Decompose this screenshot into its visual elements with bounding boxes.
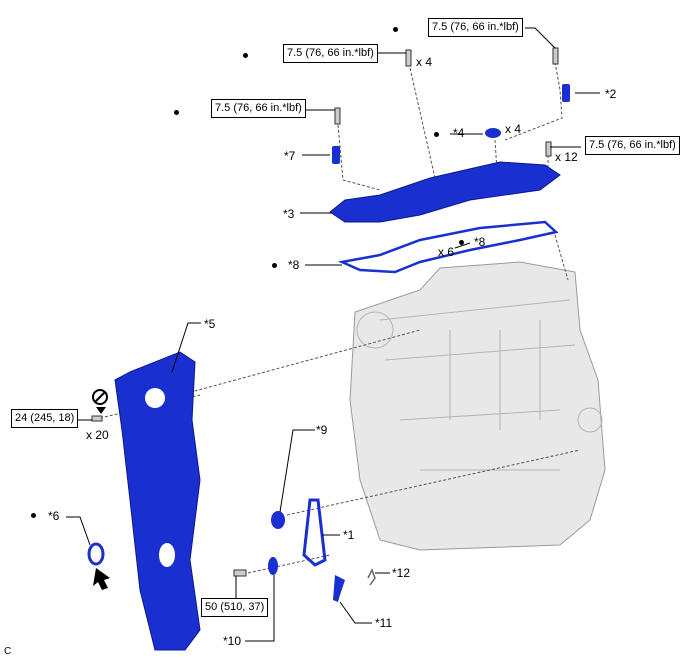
part-label: *7 <box>284 149 296 163</box>
part-label: *4 <box>453 126 465 140</box>
part-label: *1 <box>343 528 355 542</box>
torque-spec: 7.5 (76, 66 in.*lbf) <box>211 99 306 118</box>
bolt-icon <box>334 107 341 125</box>
direction-arrow-icon <box>93 568 110 590</box>
torque-spec: 7.5 (76, 66 in.*lbf) <box>283 44 378 63</box>
bolt-icon <box>91 415 103 422</box>
engine-block <box>349 261 606 551</box>
bolt-icon <box>545 141 552 157</box>
timing-chain <box>302 498 327 567</box>
note-dot <box>31 513 36 518</box>
spring-pin <box>367 568 376 586</box>
camshaft-sensor-7 <box>332 146 340 164</box>
torque-spec: 50 (510, 37) <box>201 598 269 617</box>
chain-guide <box>333 575 345 602</box>
note-dot <box>174 110 179 115</box>
quantity-label: x 4 <box>416 55 433 69</box>
part-label: *8 <box>288 258 300 272</box>
part-label: *9 <box>316 423 328 437</box>
note-dot <box>393 27 398 32</box>
torque-spec: 7.5 (76, 66 in.*lbf) <box>585 136 680 155</box>
torque-spec: 24 (245, 18) <box>11 409 79 428</box>
part-label: *2 <box>605 87 617 101</box>
head-cover-gasket <box>337 220 559 274</box>
sprocket-10 <box>268 557 278 575</box>
sprocket-9 <box>271 511 285 529</box>
leader-lines <box>66 27 600 642</box>
bolt-icon <box>405 49 412 67</box>
bolt-icon <box>552 47 559 65</box>
torque-spec: 7.5 (76, 66 in.*lbf) <box>428 18 523 37</box>
bolt-icon <box>233 569 247 577</box>
part-label: *8 <box>474 235 486 249</box>
part-label: *12 <box>392 566 411 580</box>
note-dot <box>434 132 439 137</box>
quantity-label: x 12 <box>555 150 578 164</box>
timing-chain-cover <box>114 351 201 651</box>
quantity-label: x 4 <box>505 122 522 136</box>
part-label: *11 <box>375 616 393 630</box>
quantity-label: x 20 <box>86 428 109 442</box>
cylinder-head-cover <box>329 161 561 223</box>
part-label: *3 <box>283 207 295 221</box>
part-label: *10 <box>223 634 242 648</box>
part-label: *6 <box>48 509 60 523</box>
note-dot <box>243 53 248 58</box>
note-dot <box>459 240 464 245</box>
note-dot <box>272 263 277 268</box>
part-label: *5 <box>204 317 216 331</box>
no-reuse-icon <box>92 389 108 414</box>
corner-code: C <box>4 646 12 657</box>
quantity-label: x 6 <box>438 245 455 259</box>
oil-seal <box>87 542 105 566</box>
camshaft-sensor-2 <box>562 84 570 102</box>
spark-plug-tube-gasket <box>485 128 501 138</box>
